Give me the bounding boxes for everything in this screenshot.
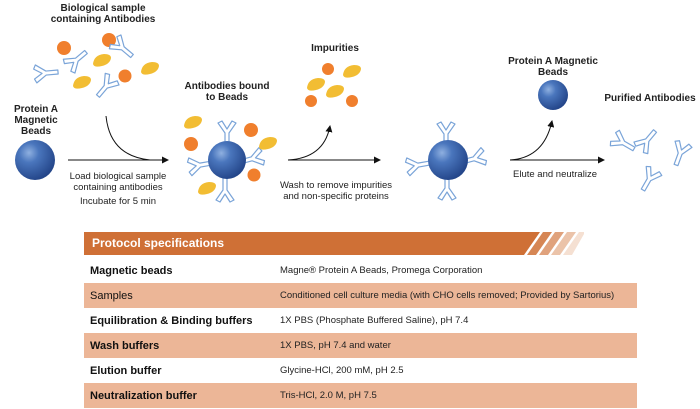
header-stripes-decoration (504, 232, 584, 255)
antibodies-bound-bead (184, 116, 277, 203)
impurity-orange-icon (247, 168, 261, 182)
caption-line: Load biological sample (69, 171, 167, 182)
impurity-orange-icon (184, 137, 198, 151)
impurities-label: Impurities (311, 43, 359, 54)
row-value: Glycine-HCl, 200 mM, pH 2.5 (280, 365, 404, 376)
row-value: 1X PBS (Phosphate Buffered Saline), pH 7… (280, 315, 469, 326)
protocol-specifications-table: Protocol specifications Magnetic beads M… (84, 232, 637, 408)
impurity-yellow-icon (141, 62, 159, 75)
antibody-icon (404, 153, 433, 177)
row-key: Samples (90, 289, 133, 302)
table-row: Samples Conditioned cell culture media (… (84, 283, 637, 308)
biological-sample-label: Biological sample containing Antibodies (48, 3, 158, 25)
row-value: Magne® Protein A Beads, Promega Corporat… (280, 265, 483, 276)
table-title: Protocol specifications (92, 236, 225, 250)
impurity-yellow-icon (184, 116, 202, 129)
row-value: Conditioned cell culture media (with CHO… (280, 290, 615, 301)
row-value: Tris-HCl, 2.0 M, pH 7.5 (280, 390, 377, 401)
impurity-orange-icon (244, 123, 258, 137)
label-line: containing Antibodies (50, 14, 156, 25)
bead-icon (428, 140, 468, 180)
merge-arrow-curve (105, 115, 151, 161)
impurity-arrow (287, 125, 333, 161)
workflow-diagram (15, 33, 694, 203)
antibody-icon (634, 164, 664, 196)
label-line: Beads (537, 67, 568, 78)
impurity-yellow-icon (198, 182, 216, 195)
bead-removal-arrow (509, 120, 555, 161)
row-value: 1X PBS, pH 7.4 and water (280, 340, 391, 351)
purified-antibodies-label: Purified Antibodies (604, 93, 696, 104)
label-line: to Beads (205, 92, 249, 103)
antibody-icon (32, 62, 60, 84)
table-row: Magnetic beads Magne® Protein A Beads, P… (84, 258, 637, 283)
biological-sample-cluster (32, 33, 159, 103)
impurity-orange-icon (102, 33, 116, 47)
table-row: Neutralization buffer Tris-HCl, 2.0 M, p… (84, 383, 637, 408)
table-row: Elution buffer Glycine-HCl, 200 mM, pH 2… (84, 358, 637, 383)
impurity-yellow-icon (259, 137, 277, 150)
antibody-icon (215, 177, 235, 203)
label-line: Biological sample (60, 3, 146, 14)
protein-a-bead-icon (15, 140, 55, 180)
antibody-icon (632, 124, 663, 156)
label-line: Beads (20, 126, 51, 137)
label-line: Protein A (13, 104, 59, 115)
label-line: Antibodies bound (184, 81, 270, 92)
caption-line: Wash to remove impurities (279, 180, 393, 191)
protein-a-beads-label: Protein A Magnetic Beads (8, 104, 64, 137)
table-header: Protocol specifications (84, 232, 637, 255)
row-key: Wash buffers (90, 339, 160, 352)
purified-antibodies-cluster (608, 124, 694, 196)
impurities-cluster (305, 63, 361, 107)
load-caption: Load biological sample containing antibo… (58, 171, 178, 193)
header-bar (84, 232, 524, 255)
row-key: Magnetic beads (90, 264, 173, 277)
caption-line: containing antibodies (73, 182, 163, 193)
caption-line: and non-specific proteins (283, 191, 389, 202)
label-line: Magnetic (14, 115, 58, 126)
impurity-orange-icon (118, 69, 132, 83)
impurity-yellow-icon (73, 76, 91, 89)
antibodies-bound-label: Antibodies bound to Beads (182, 81, 272, 103)
table-row: Wash buffers 1X PBS, pH 7.4 and water (84, 333, 637, 358)
washed-bead (404, 121, 489, 201)
table-row: Equilibration & Binding buffers 1X PBS (… (84, 308, 637, 333)
antibody-icon (90, 71, 121, 103)
protein-a-beads-removed-label: Protein A Magnetic Beads (508, 56, 598, 78)
incubate-caption: Incubate for 5 min (79, 196, 157, 207)
bead-icon (208, 141, 246, 179)
antibody-icon (666, 138, 694, 169)
row-key: Equilibration & Binding buffers (90, 314, 253, 327)
wash-caption: Wash to remove impurities and non-specif… (276, 180, 396, 202)
protein-a-bead-icon (538, 80, 568, 110)
row-key: Elution buffer (90, 364, 162, 377)
elute-caption: Elute and neutralize (513, 169, 597, 180)
row-key: Neutralization buffer (90, 389, 197, 402)
label-line: Protein A Magnetic (508, 56, 598, 67)
impurity-orange-icon (57, 41, 71, 55)
impurity-yellow-icon (93, 54, 111, 67)
